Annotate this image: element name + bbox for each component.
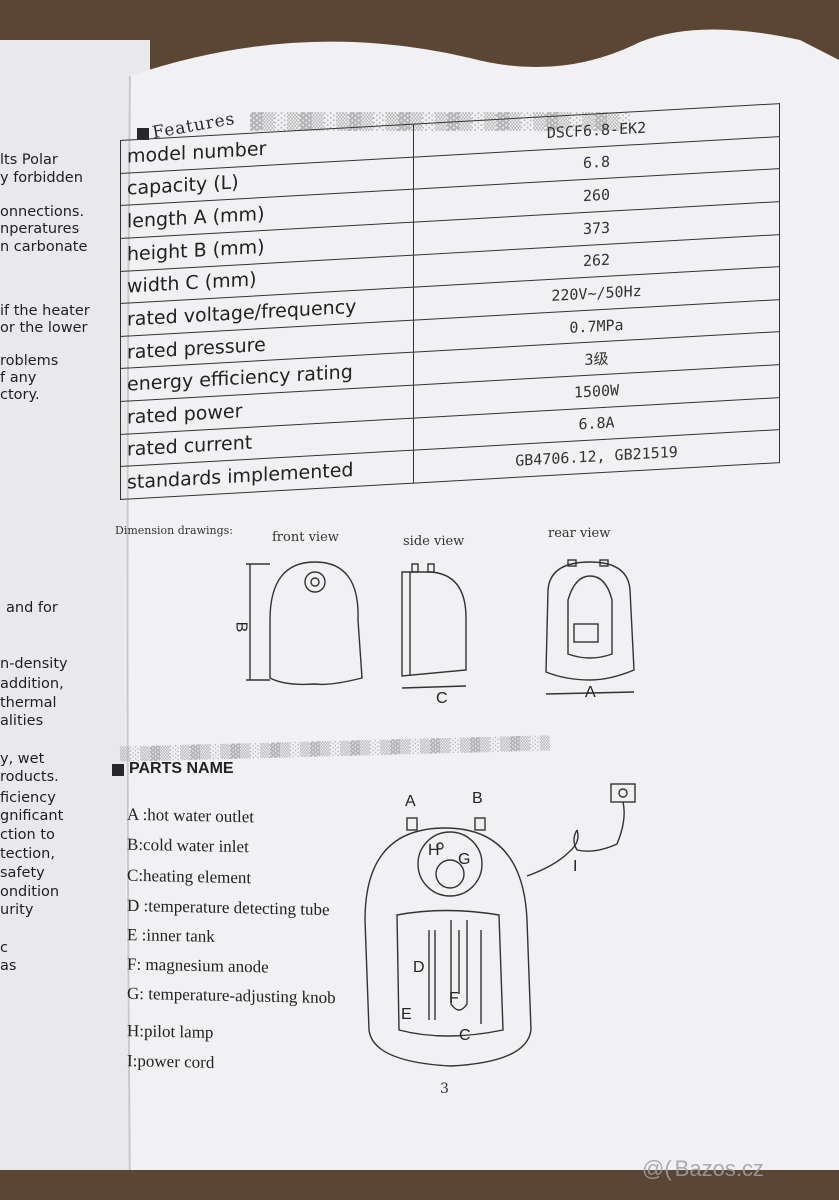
left-text-line: and for (6, 600, 58, 616)
side-view-pipe (411, 563, 419, 573)
part-item: E :inner tank (127, 925, 215, 946)
left-text-line: lts Polar (0, 152, 58, 168)
part-item: G: temperature-adjusting knob (127, 983, 336, 1008)
left-text-line: thermal (0, 695, 57, 711)
front-view-knob (304, 571, 326, 593)
left-text-line: f any (0, 370, 37, 386)
watermark-text: Bazos.cz (674, 1156, 764, 1181)
diagram-letter-g: G (458, 851, 471, 868)
part-item: D :temperature detecting tube (127, 895, 330, 920)
dim-letter-b: B (232, 621, 250, 633)
left-page: lts Polar y forbidden onnections. nperat… (0, 40, 150, 1170)
left-text-line: n carbonate (0, 239, 88, 255)
left-text-line: roducts. (0, 769, 59, 785)
dimension-line-c (401, 685, 467, 689)
left-text-line: safety (0, 865, 45, 881)
front-view-knob-center (310, 577, 320, 587)
inlet-pipe-b (474, 817, 486, 831)
left-text-line: urity (0, 902, 34, 918)
part-item: I:power cord (127, 1051, 215, 1072)
heating-element (450, 920, 468, 1011)
power-plug-socket (618, 788, 628, 798)
left-text-line: nperatures (0, 221, 80, 237)
pilot-lamp (436, 842, 444, 850)
rear-view-body (545, 561, 635, 681)
left-text-line: ondition (0, 884, 60, 900)
dimension-heading: Dimension drawings: (115, 524, 233, 537)
rear-view-pipe (567, 559, 577, 567)
left-text-line: addition, (0, 676, 64, 692)
diagram-letter-b: B (472, 790, 483, 807)
rear-view-pipe (599, 559, 609, 567)
control-panel (417, 831, 483, 897)
watermark-logo-icon: @( (642, 1156, 672, 1181)
front-view-label: front view (272, 530, 339, 545)
parts-title: PARTS NAME (129, 760, 234, 777)
section-bullet (137, 128, 149, 140)
dim-letter-a: A (585, 684, 596, 701)
dim-letter-c: C (436, 690, 448, 707)
power-cord (526, 829, 579, 877)
left-text-line: as (0, 958, 17, 974)
left-text-line: tection, (0, 846, 55, 862)
heater-body (364, 827, 532, 1067)
temperature-knob (435, 859, 465, 889)
outlet-pipe-a (406, 817, 418, 831)
rear-view-label-plate (573, 623, 599, 643)
left-text-line: ctory. (0, 387, 40, 403)
faded-decor: ▓▒░▒▓▒░▒▓▒░▒▓▒░▒▓▒░▒▓▒░▒▓▒░▒▓▒░ (250, 112, 632, 131)
left-text-line: y forbidden (0, 170, 83, 186)
side-view-pipe (427, 563, 435, 573)
left-text-line: roblems (0, 353, 59, 369)
diagram-letter-e: E (401, 1006, 412, 1023)
power-plug (610, 783, 636, 803)
diagram-letter-i: I (573, 858, 578, 875)
left-text-line: y, wet (0, 751, 45, 767)
diagram-letter-f: F (449, 990, 459, 1007)
section-bullet (112, 764, 124, 776)
diagram-letter-h: H (428, 842, 440, 859)
left-text-line: if the heater (0, 303, 90, 319)
diagram-letter-d: D (413, 959, 425, 976)
power-cord (573, 801, 625, 852)
dimension-drawings (246, 559, 635, 695)
part-item: C:heating element (127, 865, 252, 888)
left-text-line: gnificant (0, 808, 64, 824)
left-text-line: c (0, 940, 8, 956)
parts-diagram (364, 783, 636, 1067)
part-item: H:pilot lamp (127, 1021, 214, 1042)
left-text-line: alities (0, 713, 44, 729)
watermark: @( Bazos.cz (642, 1156, 764, 1182)
left-text-line: ficiency (0, 790, 56, 806)
side-view-body (401, 571, 467, 677)
left-text-line: onnections. (0, 204, 85, 220)
diagram-letter-a: A (405, 793, 416, 810)
left-text-line: or the lower (0, 320, 88, 336)
part-item: F: magnesium anode (127, 954, 269, 977)
faded-bleed-text: ▒░▒▓▒░▒▓▒░▒▓▒░▒▓▒░▒▓▒░▒▓▒░▒▓▒░▒▓▒░▒▓▒░▒▓… (119, 736, 551, 763)
page-number: 3 (440, 1081, 449, 1097)
dimension-line-a (545, 691, 635, 695)
part-item: A :hot water outlet (127, 804, 255, 827)
left-text-line: ction to (0, 827, 55, 843)
left-text-line: n-density (0, 656, 68, 672)
side-view-label: side view (403, 534, 465, 549)
front-view-body (269, 561, 363, 686)
rear-view-label: rear view (548, 526, 611, 541)
rear-view-bracket (567, 575, 613, 659)
part-item: B:cold water inlet (127, 834, 249, 857)
diagram-letter-c: C (459, 1027, 471, 1044)
inner-tank (396, 909, 504, 1037)
